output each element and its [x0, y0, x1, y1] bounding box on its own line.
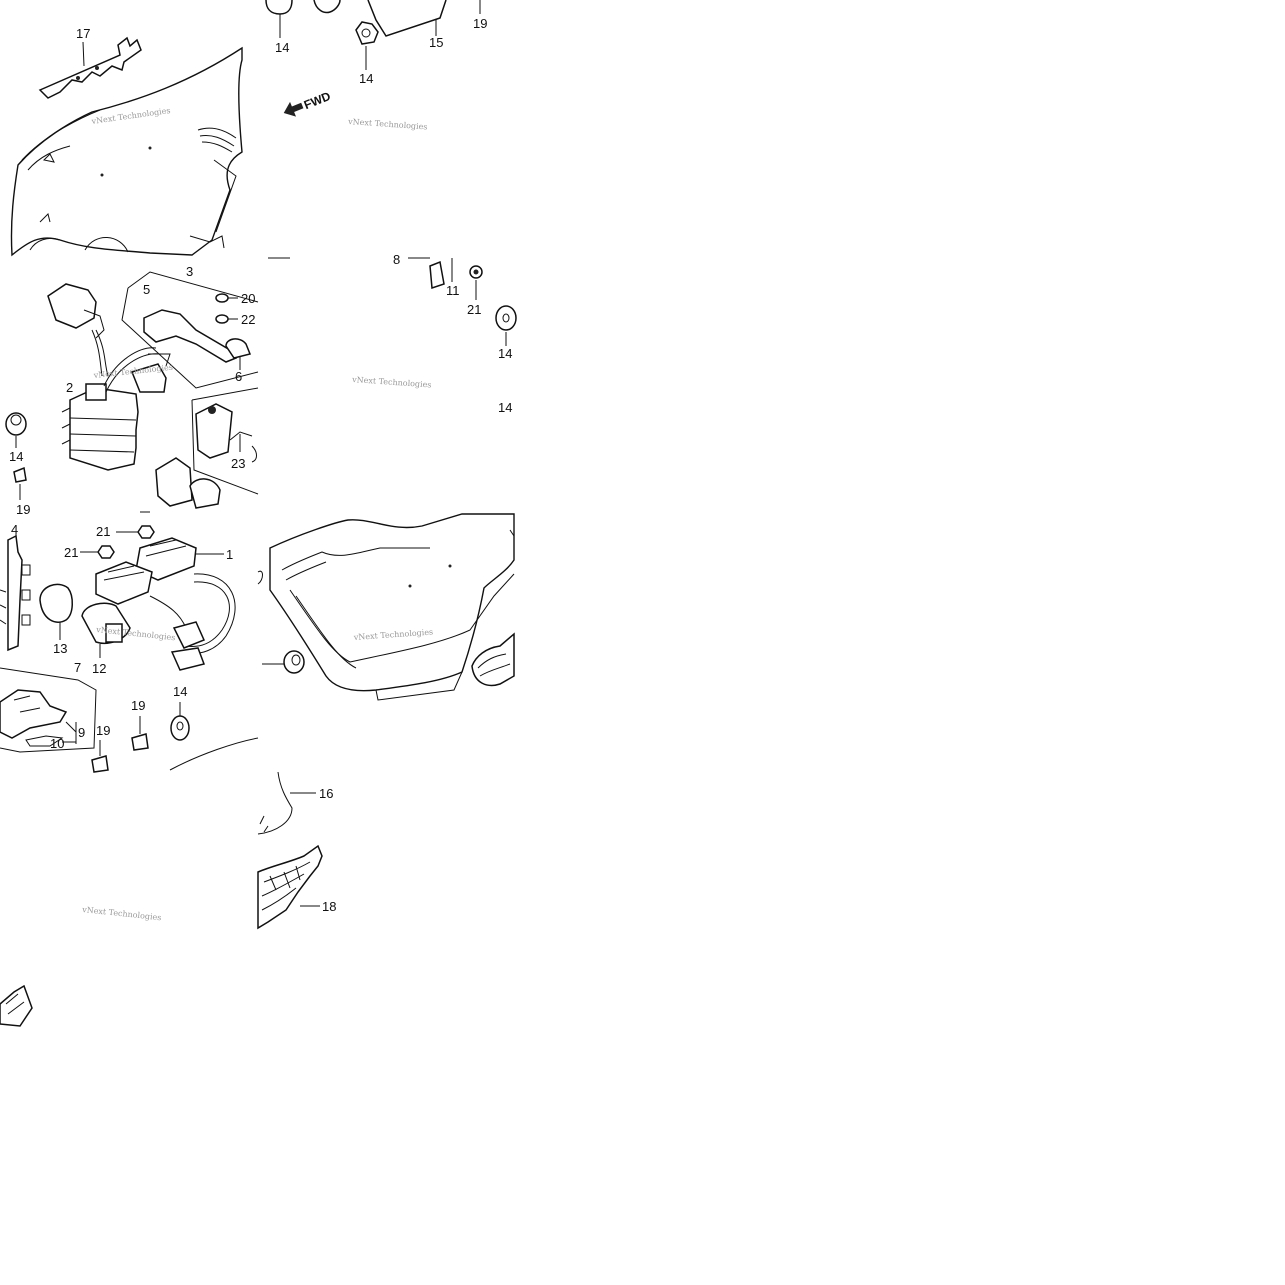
tile-regulator: vNext Technologies: [5, 271, 259, 513]
watermark: vNext Technologies: [347, 117, 428, 132]
callout-19: 19: [16, 502, 30, 517]
watermark: vNext Technologies: [353, 627, 434, 642]
callout-19: 19: [473, 16, 487, 31]
callout-23: 23: [231, 456, 245, 471]
callout-19: 19: [96, 723, 110, 738]
callout-13: 13: [53, 641, 67, 656]
frame-side-cover: [10, 46, 243, 257]
tile-trim-emblem: vNext Technologies: [0, 771, 323, 1027]
tile-small-parts: vNext Technologies: [268, 257, 517, 390]
callout-19: 19: [131, 698, 145, 713]
callout-16: 16: [319, 786, 333, 801]
callout-11: 11: [446, 283, 460, 298]
bracket-4: [7, 534, 23, 652]
callout-14: 14: [173, 684, 187, 699]
callout-7: 7: [74, 660, 81, 675]
callout-22: 22: [241, 312, 255, 327]
fwd-arrow: FWD: [283, 89, 333, 117]
callout-6: 6: [235, 369, 242, 384]
callout-9: 9: [78, 725, 85, 740]
callout-4: 4: [11, 522, 18, 537]
callout-2: 2: [66, 380, 73, 395]
callout-10: 10: [50, 736, 64, 751]
svg-text:FWD: FWD: [302, 89, 333, 112]
callout-1: 1: [226, 547, 233, 562]
callout-20: 20: [241, 291, 255, 306]
tile-frame-cover: vNext Technologies: [10, 36, 243, 257]
callout-18: 18: [322, 899, 336, 914]
bracket-17: [38, 36, 142, 99]
side-cover: [269, 513, 515, 692]
callout-21: 21: [64, 545, 78, 560]
callout-12: 12: [92, 661, 106, 676]
callout-14: 14: [9, 449, 23, 464]
callout-21: 21: [96, 524, 110, 539]
callout-14: 14: [359, 71, 373, 86]
callout-14: 14: [498, 346, 512, 361]
callout-14: 14: [498, 400, 512, 415]
watermark: vNext Technologies: [81, 905, 162, 922]
regulator-2: [69, 387, 139, 471]
plate-15: [367, 0, 447, 37]
tile-side-cover: vNext Technologies: [257, 513, 515, 701]
callout-8: 8: [393, 252, 400, 267]
callout-17: 17: [76, 26, 90, 41]
tile-fasteners-top: FWD vNext Technologies: [265, 0, 481, 132]
callout-14: 14: [275, 40, 289, 55]
callout-21: 21: [467, 302, 481, 317]
callout-5: 5: [143, 282, 150, 297]
callout-15: 15: [429, 35, 443, 50]
callout-3: 3: [186, 264, 193, 279]
watermark: vNext Technologies: [351, 375, 432, 390]
tile-igniter: vNext Technologies: [0, 525, 259, 773]
